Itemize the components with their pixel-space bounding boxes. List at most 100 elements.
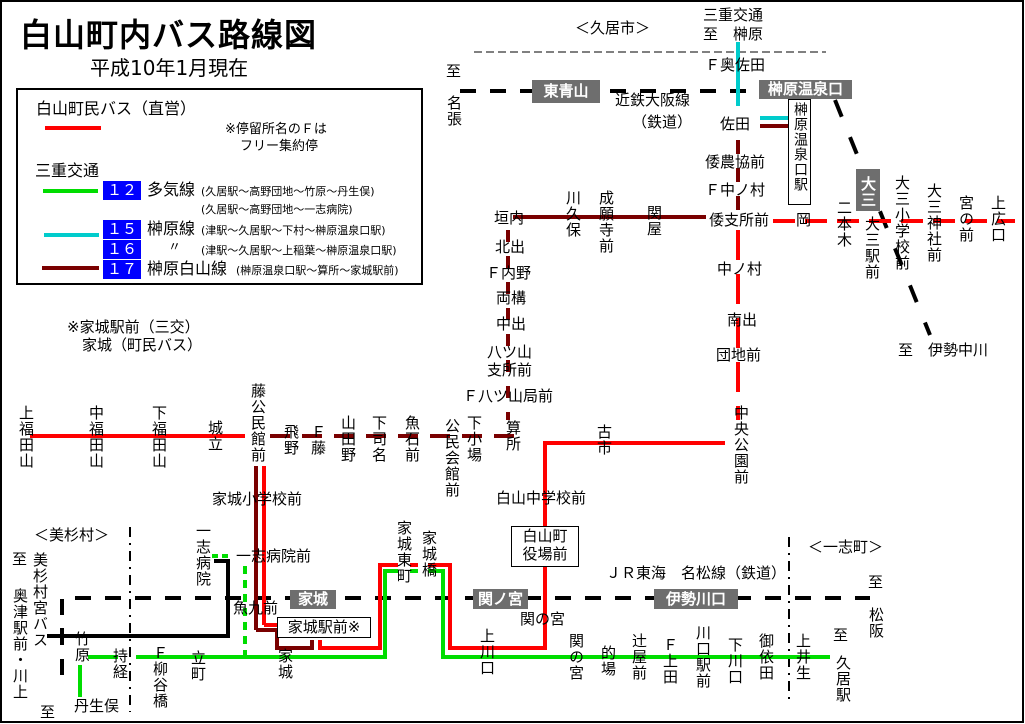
stop-label: 飛野	[282, 424, 300, 456]
stop-label: 家城	[276, 648, 294, 680]
route-badge-16: １６	[103, 240, 141, 259]
station-seki-no-miya: 関ノ宮	[473, 589, 528, 609]
stop-label: 三重交通	[703, 6, 764, 24]
stop-label: 大三小学校前	[893, 175, 911, 271]
stop-label: 至	[12, 550, 28, 568]
route-name: 榊原白山線	[147, 259, 228, 278]
region-label: ＜一志町＞	[808, 538, 884, 556]
region-label: ＜美杉村＞	[34, 526, 110, 544]
stop-label: Ｆ内野	[486, 264, 532, 282]
legend-town-bus-label: 白山町民バス（直営）	[36, 99, 197, 118]
town-hall-label: 役場前	[522, 545, 568, 563]
stop-label: 至	[40, 703, 56, 721]
stop-label: 大三駅前	[863, 216, 881, 280]
note-iejo: ※家城駅前（三交）	[67, 318, 200, 336]
stop-label: 御依田	[757, 633, 775, 681]
stop-label: 至	[446, 62, 462, 80]
sakakibara-station-box: 榊原温泉口駅	[788, 99, 811, 205]
station-sakakibara-onsenguchi: 榊原温泉口	[759, 80, 852, 99]
route-desc: (津駅～久居駅～上稲葉～榊原温泉口駅)	[201, 244, 397, 257]
station-ise-kawaguchi: 伊勢川口	[654, 589, 738, 609]
stop-label: 八ツ山	[487, 343, 533, 361]
stop-label: 家城東町	[395, 520, 413, 584]
stop-label: 関の宮	[567, 633, 585, 681]
stop-label: 立町	[189, 650, 207, 682]
stop-label: 上広口	[989, 195, 1007, 243]
legend-route12-swatch	[43, 189, 98, 193]
stop-label: 支所前	[487, 361, 533, 379]
stop-label: 中出	[496, 315, 527, 333]
stop-label: 下川口	[726, 637, 744, 685]
railway-label: （鉄道）	[632, 113, 693, 131]
legend: 白山町民バス（直営） ※停留所名のＦは フリー集約停 三重交通 １２ 多気線 (…	[16, 88, 423, 285]
stop-label: 山田野	[339, 415, 357, 463]
town-hall-label: 白山町	[522, 527, 568, 545]
map-subtitle: 平成10年1月現在	[90, 56, 249, 80]
route12-line	[428, 569, 830, 659]
stop-label: 宮の前	[957, 195, 975, 243]
stop-label: Ｆ中ノ村	[705, 181, 766, 199]
stop-label: 中ノ村	[717, 260, 763, 278]
stop-label: 藤公民館前	[249, 383, 267, 463]
stop-label: 名張	[445, 95, 463, 127]
stop-label: 川口駅前	[694, 625, 712, 689]
stop-label: Ｆ柳谷橋	[151, 645, 169, 709]
stop-label: 至 伊勢中川	[898, 341, 989, 359]
stop-label: 下司名	[370, 415, 388, 463]
stop-label: 辻屋前	[630, 633, 648, 681]
legend-route17-swatch	[42, 266, 99, 270]
stop-label: Ｆ八ツ山局前	[463, 387, 554, 405]
kintetsu-line-branch	[833, 99, 932, 336]
town-bus-line	[428, 441, 725, 650]
route-desc: (久居駅～高野団地～一志病院)	[201, 203, 353, 216]
stop-label: 南出	[727, 311, 758, 329]
jr-meisho-line	[60, 596, 870, 675]
stop-label: 上井生	[794, 633, 812, 681]
legend-note: フリー集約停	[240, 139, 319, 154]
stop-label: 両構	[496, 289, 527, 307]
stop-label: 倭農協前	[705, 153, 766, 171]
town-hall-box: 白山町役場前	[511, 526, 579, 567]
map-title: 白山町内バス路線図	[20, 16, 318, 54]
stop-label: 成願寺前	[597, 190, 615, 254]
town-bus-line	[318, 563, 398, 650]
route-badge-17: １７	[103, 260, 141, 279]
stop-label: 上福田山	[17, 405, 35, 469]
misugi-bus-line	[47, 559, 230, 638]
stop-label: 下福田山	[150, 405, 168, 469]
railway-label: ＪＲ東海 名松線（鉄道）	[606, 564, 787, 582]
stop-label: 美杉村宮バス	[31, 552, 49, 648]
stop-label: 団地前	[716, 346, 762, 364]
station-higashi-aoyama: 東青山	[532, 80, 600, 103]
route-name: 榊原線	[147, 219, 196, 238]
stop-label: 城立	[206, 420, 224, 452]
stop-label: 至	[833, 626, 849, 644]
stop-label: 中福田山	[87, 405, 105, 469]
stop-label: 松阪	[867, 607, 885, 639]
stop-label: Ｆ奥佐田	[705, 56, 766, 74]
legend-mie-kotsu-label: 三重交通	[35, 161, 100, 180]
stop-label: 公民会館前	[443, 418, 461, 498]
iejo-ekimae-box: 家城駅前※	[277, 617, 371, 638]
stop-label: 丹生俣	[74, 697, 120, 715]
stop-label: 魚九前	[233, 599, 279, 617]
route-badge-12: １２	[103, 181, 141, 200]
stop-label: 二本木	[835, 200, 853, 248]
stop-label: 岡	[796, 211, 812, 229]
stop-label: 的場	[599, 645, 617, 677]
route12-line	[150, 569, 398, 659]
stop-label: 古市	[595, 424, 613, 456]
route-badge-15: １５	[103, 220, 141, 239]
stop-label: 倭支所前	[709, 211, 770, 229]
stop-label: 家城小学校前	[212, 490, 303, 508]
legend-route15-swatch	[44, 233, 99, 237]
legend-town-bus-swatch	[45, 126, 101, 130]
legend-note: ※停留所名のＦは	[225, 122, 327, 137]
note-iejo: 家城（町民バス）	[82, 336, 203, 354]
stop-label: 至	[868, 573, 884, 591]
station-iejo: 家城	[290, 590, 336, 609]
stop-label: Ｆ藤	[309, 424, 327, 456]
stop-label: 関の宮	[520, 610, 566, 628]
